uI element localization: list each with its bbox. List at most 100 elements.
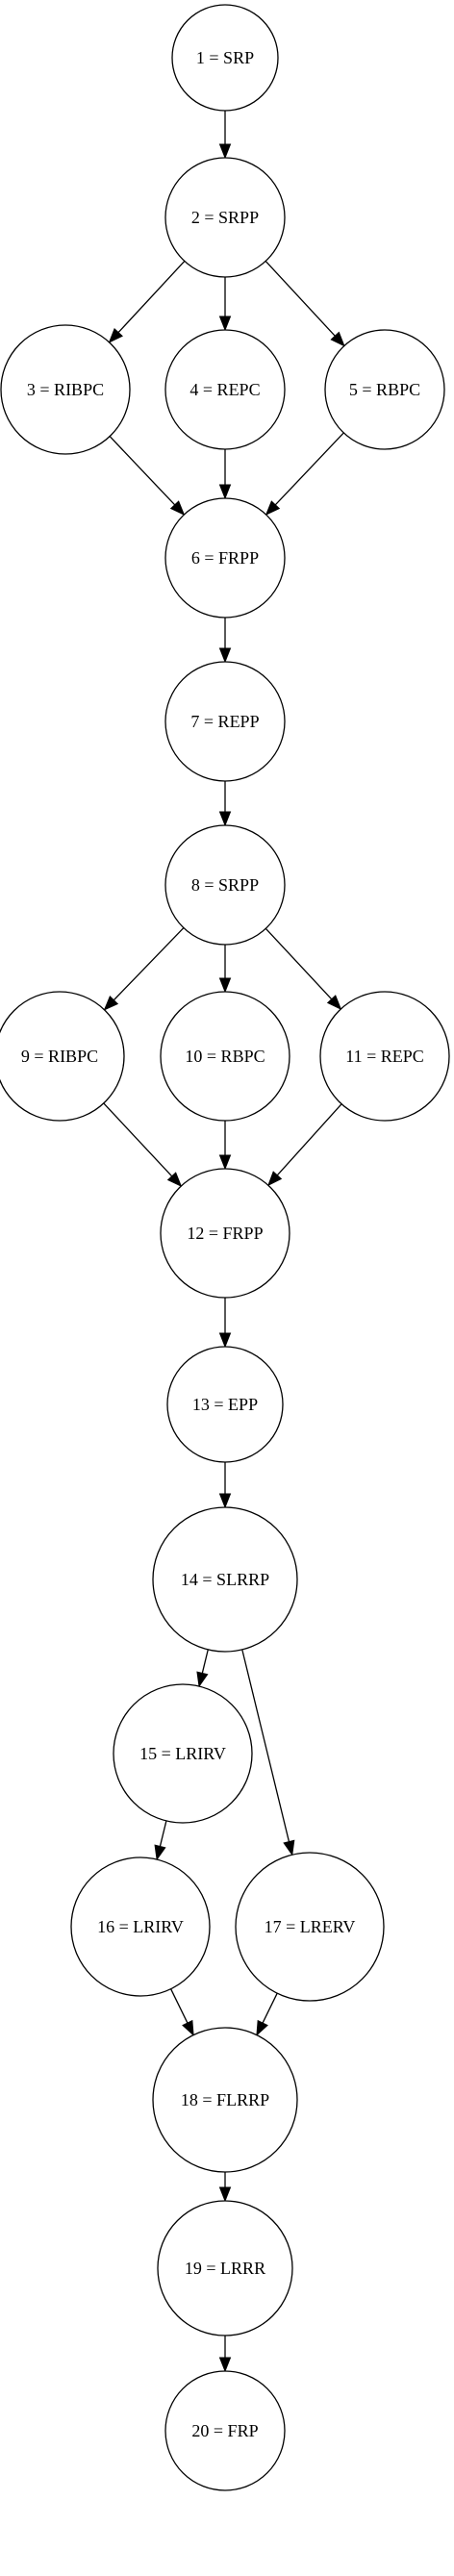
edge-line: [265, 927, 333, 1000]
edge-line: [265, 261, 336, 337]
edge-18-to-19: [218, 2172, 232, 2203]
node-label: 20 = FRP: [191, 2421, 258, 2440]
arrowhead-icon: [218, 2186, 232, 2203]
node-9: 9 = RIBPC: [0, 991, 125, 1122]
node-18: 18 = FLRRP: [152, 2027, 298, 2173]
node-label: 11 = REPC: [345, 1047, 424, 1066]
node-label: 6 = FRPP: [191, 548, 259, 568]
arrowhead-icon: [103, 996, 119, 1011]
node-17: 17 = LRERV: [235, 1852, 385, 2002]
arrowhead-icon: [196, 1671, 209, 1688]
node-circle: [166, 1346, 284, 1463]
node-7: 7 = REPP: [164, 661, 286, 782]
node-1: 1 = SRP: [171, 4, 279, 112]
edge-10-to-12: [218, 1121, 232, 1171]
edge-8-to-10: [218, 945, 232, 994]
arrowhead-icon: [169, 500, 186, 517]
edge-8-to-11: [265, 927, 342, 1011]
node-label: 2 = SRPP: [191, 208, 259, 227]
node-label: 1 = SRP: [196, 48, 254, 67]
arrowhead-icon: [108, 328, 123, 343]
edge-line: [170, 1988, 189, 2024]
node-label: 7 = REPP: [190, 712, 259, 731]
edge-line: [276, 1103, 342, 1176]
edge-13-to-14: [218, 1462, 232, 1509]
edge-line: [117, 261, 186, 334]
node-circle: [164, 157, 286, 278]
arrowhead-icon: [218, 316, 232, 332]
node-label: 15 = LRIRV: [139, 1744, 226, 1763]
edge-line: [201, 1649, 209, 1674]
arrowhead-icon: [330, 331, 345, 347]
edge-line: [159, 1820, 167, 1847]
arrowhead-icon: [182, 2019, 194, 2036]
node-5: 5 = RBPC: [324, 329, 445, 450]
arrowhead-icon: [218, 1154, 232, 1171]
node-circle: [235, 1852, 385, 2002]
node-circle: [164, 824, 286, 946]
node-6: 6 = FRPP: [164, 497, 286, 619]
node-circle: [324, 329, 445, 450]
edge-15-to-16: [154, 1820, 167, 1861]
edge-line: [262, 1992, 278, 2024]
node-8: 8 = SRPP: [164, 824, 286, 946]
edge-line: [274, 432, 344, 506]
node-label: 18 = FLRRP: [181, 2090, 269, 2109]
edge-2-to-5: [265, 261, 345, 347]
edge-3-to-6: [109, 436, 186, 517]
node-circle: [164, 497, 286, 619]
node-15: 15 = LRIRV: [113, 1683, 253, 1824]
node-circle: [157, 2200, 293, 2336]
node-label: 10 = RBPC: [185, 1047, 265, 1066]
node-2: 2 = SRPP: [164, 157, 286, 278]
node-circle: [171, 4, 279, 112]
arrowhead-icon: [256, 2019, 268, 2036]
node-circle: [152, 1506, 298, 1653]
node-circle: [164, 661, 286, 782]
node-label: 8 = SRPP: [191, 875, 259, 895]
edge-2-to-3: [108, 261, 186, 343]
edge-line: [113, 927, 185, 1001]
node-circle: [164, 2370, 286, 2491]
edge-19-to-20: [218, 2336, 232, 2373]
arrowhead-icon: [218, 977, 232, 994]
arrowhead-icon: [218, 143, 232, 160]
arrowhead-icon: [218, 1493, 232, 1509]
node-circle: [152, 2027, 298, 2173]
node-label: 17 = LRERV: [265, 1917, 356, 1936]
edge-8-to-9: [103, 927, 185, 1011]
arrowhead-icon: [218, 647, 232, 664]
arrowhead-icon: [326, 995, 342, 1011]
node-20: 20 = FRP: [164, 2370, 286, 2491]
edge-5-to-6: [265, 432, 344, 517]
node-19: 19 = LRRR: [157, 2200, 293, 2336]
edge-14-to-15: [196, 1649, 209, 1688]
node-label: 16 = LRIRV: [97, 1917, 184, 1936]
node-label: 5 = RBPC: [349, 380, 420, 399]
node-label: 19 = LRRR: [185, 2259, 265, 2278]
arrowhead-icon: [265, 500, 281, 517]
edge-17-to-18: [256, 1992, 278, 2036]
edge-line: [241, 1649, 290, 1842]
node-circle: [0, 324, 131, 455]
edge-7-to-8: [218, 781, 232, 827]
edge-6-to-7: [218, 618, 232, 664]
arrowhead-icon: [218, 811, 232, 827]
edge-line: [109, 436, 176, 506]
node-circle: [164, 329, 286, 450]
node-label: 3 = RIBPC: [27, 380, 104, 399]
edge-4-to-6: [218, 449, 232, 500]
edge-14-to-17: [241, 1649, 295, 1856]
node-4: 4 = REPC: [164, 329, 286, 450]
node-13: 13 = EPP: [166, 1346, 284, 1463]
edges-layer: [103, 111, 345, 2373]
node-circle: [319, 991, 450, 1122]
node-circle: [160, 991, 290, 1122]
edge-2-to-4: [218, 277, 232, 332]
arrowhead-icon: [218, 1332, 232, 1349]
arrowhead-icon: [266, 1171, 283, 1187]
node-label: 12 = FRPP: [187, 1224, 263, 1243]
node-10: 10 = RBPC: [160, 991, 290, 1122]
node-label: 9 = RIBPC: [21, 1047, 98, 1066]
